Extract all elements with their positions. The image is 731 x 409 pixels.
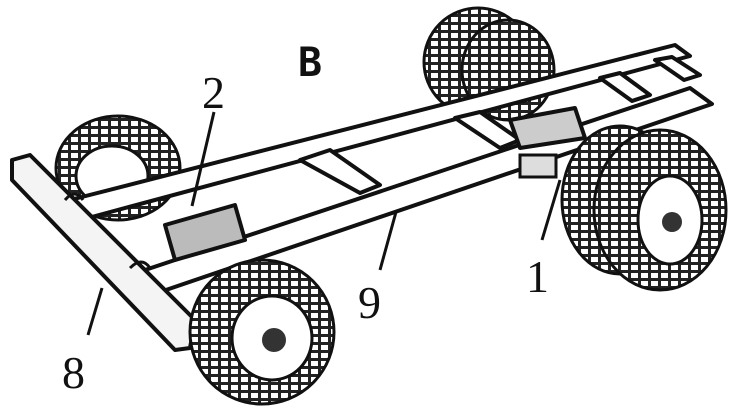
- callout-8: 8: [62, 347, 85, 398]
- leader-line-8: [86, 287, 104, 336]
- rear-right-wheels: [560, 124, 728, 292]
- callout-2: 2: [202, 67, 225, 118]
- callout-9: 9: [358, 277, 381, 328]
- front-bumper: [10, 153, 197, 352]
- spring-bracket: [518, 153, 558, 179]
- leader-line-1: [540, 179, 562, 241]
- callout-1: 1: [526, 251, 549, 302]
- leader-line-2: [190, 111, 216, 207]
- leader-line-9: [378, 211, 398, 271]
- front-right-wheel: [188, 258, 336, 406]
- figure-letter: B: [298, 40, 322, 86]
- leader-lines: [86, 111, 562, 336]
